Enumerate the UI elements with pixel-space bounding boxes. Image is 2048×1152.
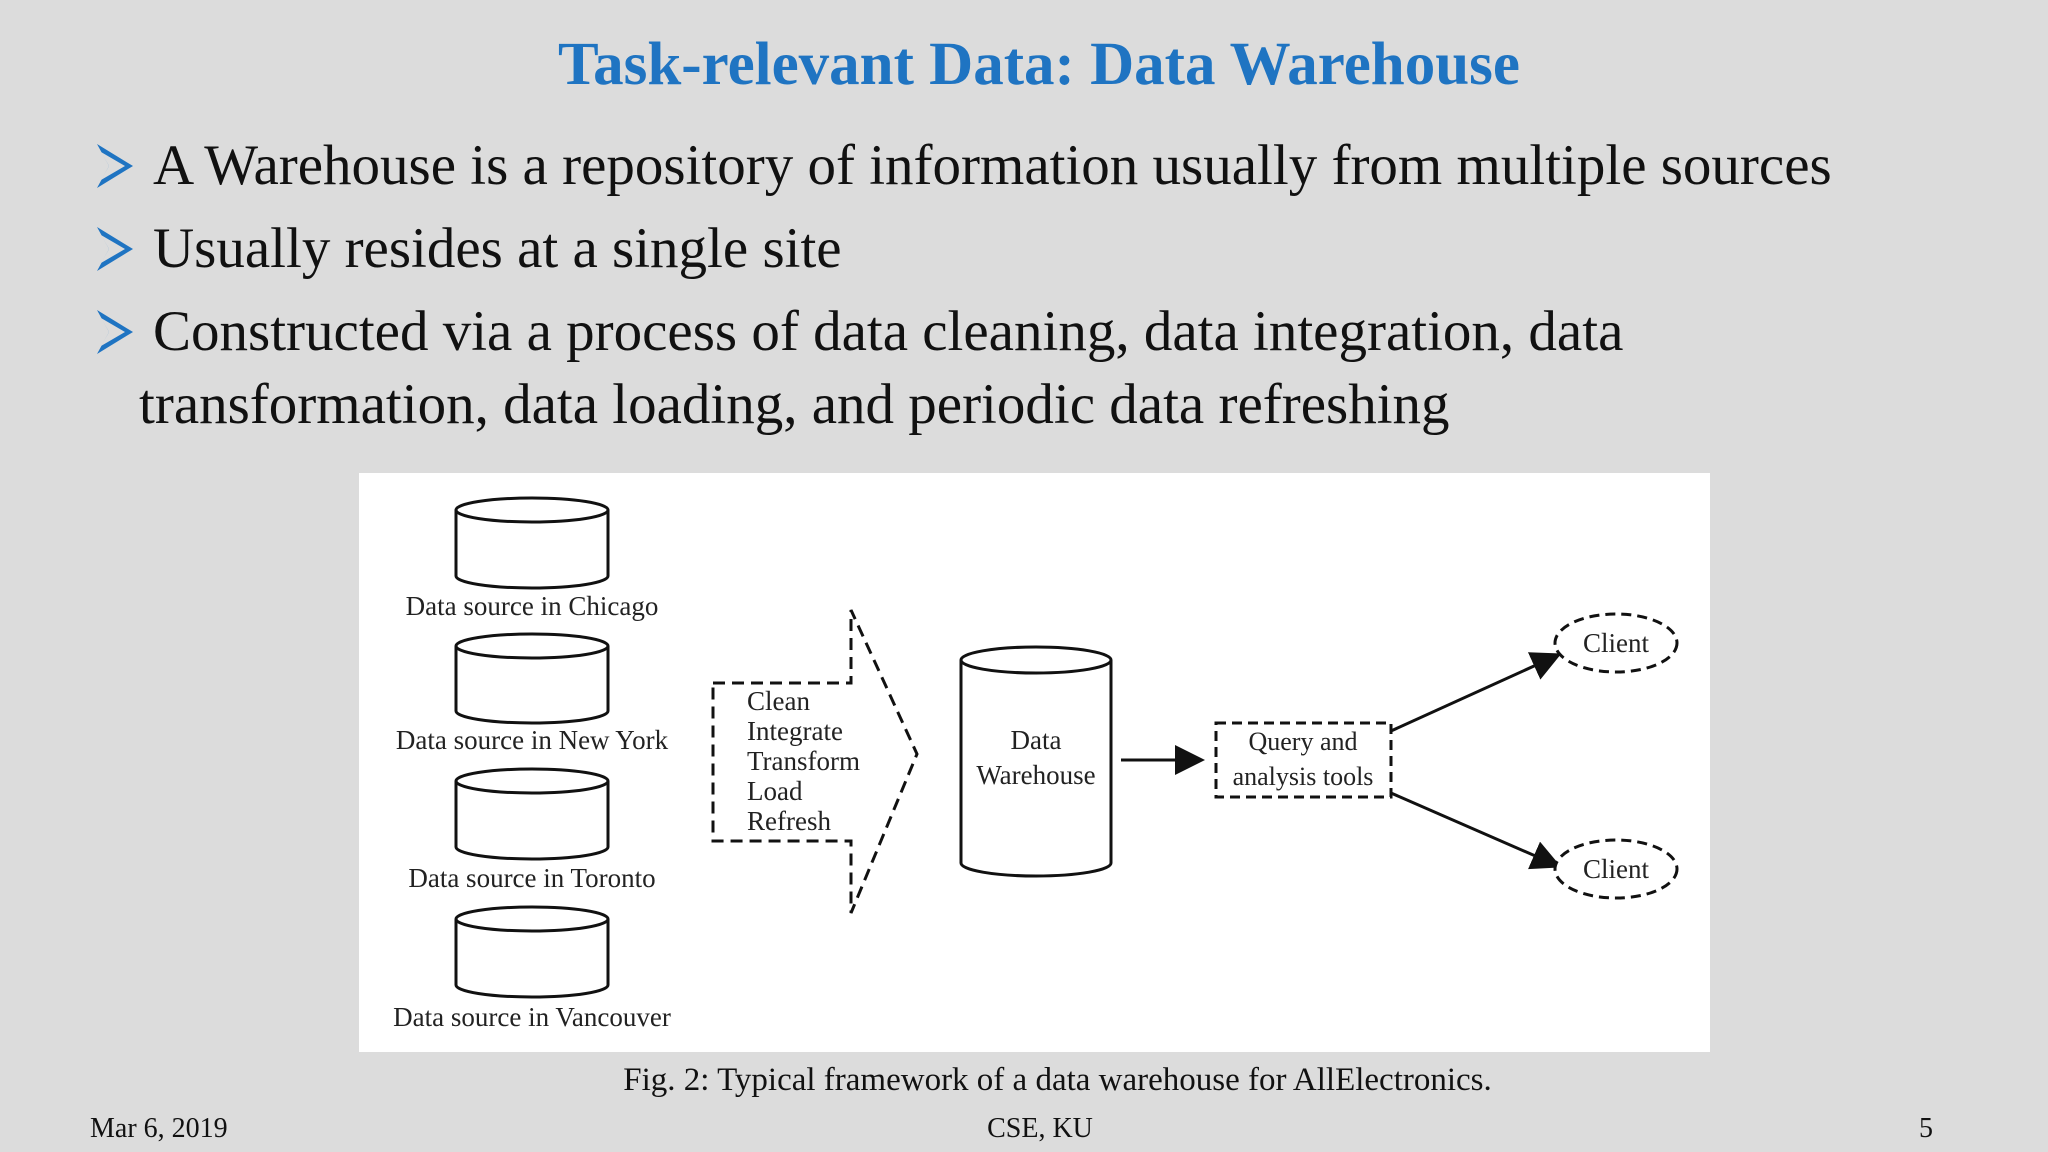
source-cylinder-toronto xyxy=(454,767,610,861)
slide-title: Task-relevant Data: Data Warehouse xyxy=(558,31,1520,98)
figure-caption: Fig. 2: Typical framework of a data ware… xyxy=(623,1062,1492,1098)
warehouse-label: Data xyxy=(1011,725,1062,755)
arrow-bullet-icon xyxy=(97,226,133,271)
process-step: Load xyxy=(747,776,803,806)
bullet-item: Usually resides at a single site xyxy=(95,213,1995,286)
source-cylinder-chicago xyxy=(454,496,610,590)
query-label: Query and xyxy=(1248,727,1357,756)
process-step: Refresh xyxy=(747,806,831,836)
client-node xyxy=(1553,838,1679,900)
source-label: Data source in Vancouver xyxy=(393,1002,671,1032)
bullet-list: A Warehouse is a repository of informati… xyxy=(95,130,1995,452)
bullet-text: Usually resides at a single site xyxy=(153,216,842,280)
source-label: Data source in Toronto xyxy=(408,863,655,893)
process-step: Clean xyxy=(747,686,810,716)
bullet-item: Constructed via a process of data cleani… xyxy=(95,296,1995,442)
arrow-bullet-icon xyxy=(97,144,133,188)
source-cylinder-vancouver xyxy=(454,905,610,999)
bullet-text: Constructed via a process of data cleani… xyxy=(153,299,1624,363)
source-label: Data source in Chicago xyxy=(406,591,659,621)
diagram-canvas: Data source in Chicago Data source in Ne… xyxy=(393,496,1679,1032)
footer-date: Mar 6, 2019 xyxy=(90,1113,228,1144)
query-to-client-arrow xyxy=(1390,791,1562,870)
process-step: Transform xyxy=(747,746,860,776)
page-number: 5 xyxy=(1919,1113,1933,1144)
query-label: analysis tools xyxy=(1233,762,1374,791)
process-step: Integrate xyxy=(747,716,843,746)
client-node xyxy=(1553,612,1679,674)
warehouse-label: Warehouse xyxy=(976,760,1095,790)
query-tools-box xyxy=(1214,721,1393,799)
process-arrow xyxy=(711,609,919,914)
warehouse-cylinder xyxy=(959,645,1113,878)
bullet-text: A Warehouse is a repository of informati… xyxy=(153,134,1832,197)
client-label: Client xyxy=(1583,854,1649,884)
source-label: Data source in New York xyxy=(396,725,669,755)
data-warehouse-diagram: Data source in Chicago Data source in Ne… xyxy=(359,473,1710,1052)
source-cylinder-new-york xyxy=(454,632,610,725)
bullet-continuation: transformation, data loading, and period… xyxy=(139,372,1450,436)
query-to-client-arrow xyxy=(1390,652,1562,733)
client-label: Client xyxy=(1583,628,1649,658)
bullet-item: A Warehouse is a repository of informati… xyxy=(95,130,1995,203)
arrow-bullet-icon xyxy=(97,309,133,354)
footer-center-text: CSE, KU xyxy=(987,1113,1093,1144)
